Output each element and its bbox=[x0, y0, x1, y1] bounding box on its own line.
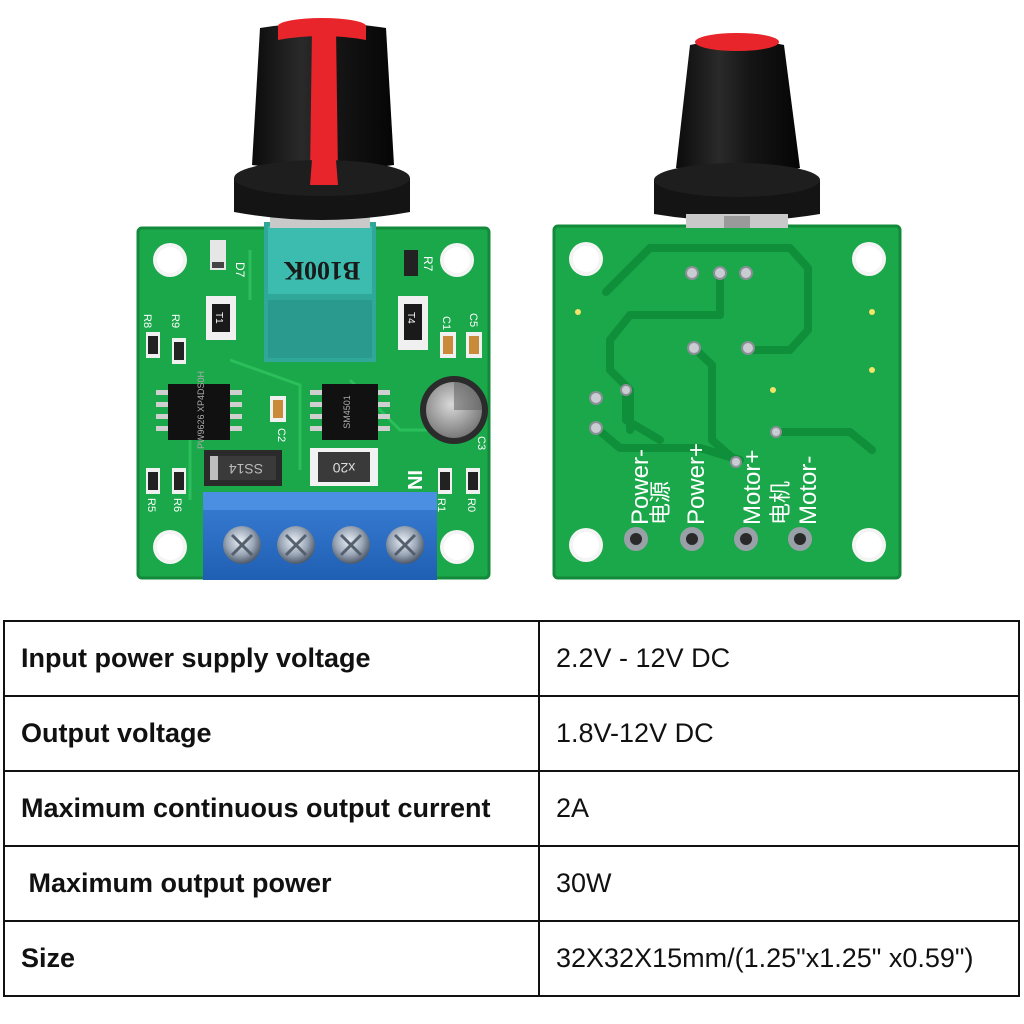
front-knob[interactable] bbox=[234, 18, 410, 220]
label-c1: C1 bbox=[440, 316, 452, 330]
in-label: IN bbox=[403, 470, 425, 490]
label-r6: R6 bbox=[171, 498, 183, 512]
spec-label: Maximum continuous output current bbox=[3, 770, 540, 847]
label-r7: R7 bbox=[421, 256, 435, 272]
table-row: Maximum output power 30W bbox=[3, 845, 1020, 922]
spec-value: 30W bbox=[538, 845, 1020, 922]
label-r9: R9 bbox=[169, 314, 181, 328]
table-row: Output voltage 1.8V-12V DC bbox=[3, 695, 1020, 772]
label-c3: C3 bbox=[475, 436, 487, 450]
spec-table: Input power supply voltage 2.2V - 12V DC… bbox=[3, 620, 1020, 997]
label-t1: T1 bbox=[213, 312, 224, 324]
spec-value: 1.8V-12V DC bbox=[538, 695, 1020, 772]
spec-value: 32X32X15mm/(1.25"x1.25" x0.59") bbox=[538, 920, 1020, 997]
front-board: B100K D7 R7 T1 bbox=[136, 18, 491, 580]
spec-label: Output voltage bbox=[3, 695, 540, 772]
ic-left-label: PW9626 XP4DS0H bbox=[196, 371, 206, 449]
back-board: Power- 电源 Power+ Motor+ 电机 Motor- bbox=[552, 33, 902, 580]
label-power-minus: Power- bbox=[627, 449, 654, 525]
front-components: D7 R7 T1 T4 C1 C5 R8 R9 bbox=[141, 240, 488, 512]
potentiometer: B100K bbox=[264, 214, 376, 362]
fuse-label: x20 bbox=[333, 460, 356, 476]
spec-value: 2.2V - 12V DC bbox=[538, 620, 1020, 697]
back-terminal-pins bbox=[624, 527, 812, 551]
back-knob[interactable] bbox=[654, 33, 820, 228]
ic-right-label: SM4501 bbox=[342, 395, 352, 429]
terminal-labels: Power- 电源 Power+ Motor+ 电机 Motor- bbox=[627, 443, 822, 525]
spec-label: Input power supply voltage bbox=[3, 620, 540, 697]
product-photo: B100K D7 R7 T1 bbox=[136, 18, 902, 580]
back-mounting-holes bbox=[569, 242, 886, 562]
spec-label: Size bbox=[3, 920, 540, 997]
label-t4: T4 bbox=[405, 312, 416, 324]
label-d7: D7 bbox=[233, 262, 247, 278]
label-c5: C5 bbox=[467, 313, 479, 327]
label-r0: R0 bbox=[465, 498, 477, 512]
label-r8: R8 bbox=[141, 314, 153, 328]
table-row: Maximum continuous output current 2A bbox=[3, 770, 1020, 847]
label-motor-cn: 电机 bbox=[768, 481, 793, 525]
label-motor-minus: Motor- bbox=[795, 456, 822, 525]
label-power-plus: Power+ bbox=[683, 443, 710, 525]
label-power-cn: 电源 bbox=[648, 481, 673, 525]
table-row: Input power supply voltage 2.2V - 12V DC bbox=[3, 620, 1020, 697]
spec-label: Maximum output power bbox=[3, 845, 540, 922]
label-motor-plus: Motor+ bbox=[739, 450, 766, 525]
label-r1: R1 bbox=[435, 498, 447, 512]
terminal-block bbox=[203, 492, 437, 580]
spec-value: 2A bbox=[538, 770, 1020, 847]
label-r5: R5 bbox=[145, 498, 157, 512]
mounting-holes bbox=[153, 243, 474, 564]
diode-label: SS14 bbox=[229, 461, 263, 477]
potentiometer-label: B100K bbox=[283, 256, 360, 285]
table-row: Size 32X32X15mm/(1.25"x1.25" x0.59") bbox=[3, 920, 1020, 997]
label-c2: C2 bbox=[275, 428, 287, 442]
terminal-screws[interactable] bbox=[223, 526, 424, 564]
